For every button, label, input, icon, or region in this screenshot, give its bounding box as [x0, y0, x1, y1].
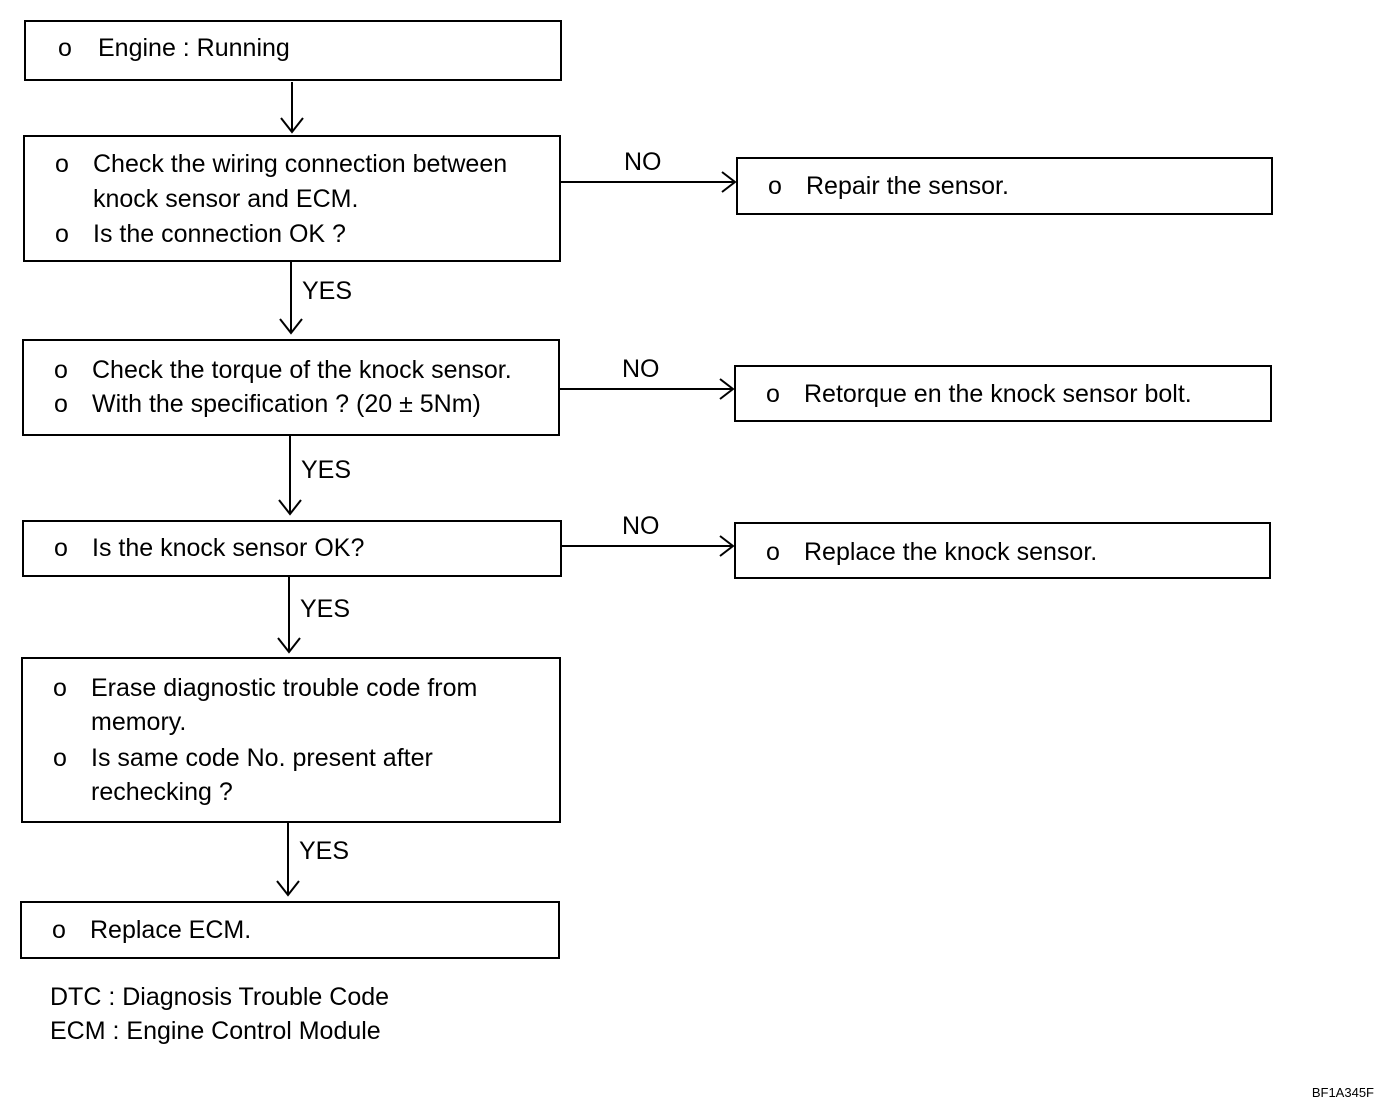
- action-text: Replace the knock sensor.: [804, 538, 1098, 566]
- label-yes: YES: [300, 595, 351, 623]
- legend-ecm: ECM : Engine Control Module: [50, 1017, 381, 1045]
- step-replace-ecm: o Replace ECM.: [20, 901, 560, 959]
- bullet: o: [54, 356, 68, 384]
- label-yes: YES: [299, 837, 350, 865]
- step-check-wiring: o Check the wiring connection between kn…: [23, 135, 561, 262]
- bullet: o: [766, 538, 780, 566]
- step-engine-running: o Engine : Running: [24, 20, 562, 81]
- step-text: Is the connection OK ?: [93, 220, 346, 248]
- step-text: With the specification ? (20 ± 5Nm): [92, 390, 481, 418]
- bullet: o: [55, 220, 69, 248]
- label-no: NO: [622, 355, 660, 383]
- label-yes: YES: [302, 277, 353, 305]
- bullet: o: [52, 916, 66, 944]
- bullet: o: [54, 390, 68, 418]
- label-yes: YES: [301, 456, 352, 484]
- action-text: Repair the sensor.: [806, 172, 1009, 200]
- step-text: knock sensor and ECM.: [93, 185, 359, 213]
- bullet: o: [766, 380, 780, 408]
- step-check-torque: o Check the torque of the knock sensor. …: [22, 339, 560, 436]
- step-text: Is same code No. present after: [91, 744, 433, 772]
- action-text: Retorque en the knock sensor bolt.: [804, 380, 1192, 408]
- action-repair-sensor: o Repair the sensor.: [736, 157, 1273, 215]
- step-text: rechecking ?: [91, 778, 233, 806]
- step-text: Erase diagnostic trouble code from: [91, 674, 478, 702]
- label-no: NO: [624, 148, 662, 176]
- bullet: o: [55, 150, 69, 178]
- figure-code: BF1A345F: [1311, 1085, 1374, 1100]
- legend-dtc: DTC : Diagnosis Trouble Code: [50, 983, 390, 1011]
- bullet: o: [54, 534, 68, 562]
- step-erase-dtc: o Erase diagnostic trouble code from mem…: [21, 657, 561, 823]
- bullet: o: [53, 674, 67, 702]
- bullet: o: [53, 744, 67, 772]
- step-text: Replace ECM.: [90, 916, 252, 944]
- step-text: Check the torque of the knock sensor.: [92, 356, 512, 384]
- bullet: o: [768, 172, 782, 200]
- action-replace-sensor: o Replace the knock sensor.: [734, 522, 1271, 579]
- action-retorque-bolt: o Retorque en the knock sensor bolt.: [734, 365, 1272, 422]
- label-no: NO: [622, 512, 660, 540]
- step-text: memory.: [91, 708, 187, 736]
- step-text: Check the wiring connection between: [93, 150, 508, 178]
- bullet: o: [58, 34, 72, 62]
- step-sensor-ok: o Is the knock sensor OK?: [22, 520, 562, 577]
- step-text: Is the knock sensor OK?: [92, 534, 365, 562]
- step-text: Engine : Running: [98, 34, 290, 62]
